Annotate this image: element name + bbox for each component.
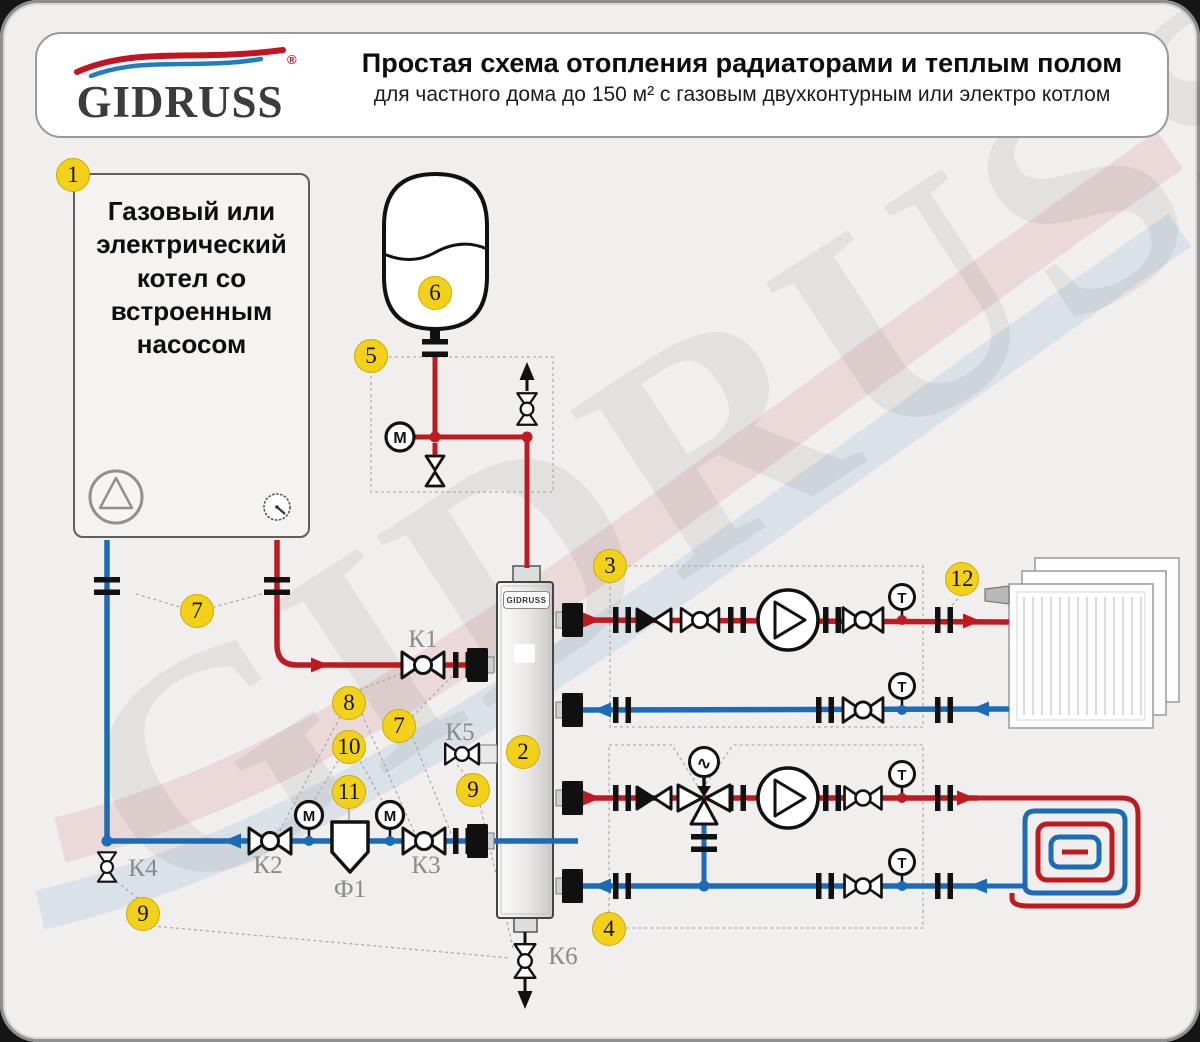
callout-7a: 7 (180, 594, 214, 628)
radiator (984, 557, 1180, 729)
radiator-thermostatic-head-icon (984, 585, 1010, 605)
check-valve-floor (635, 785, 673, 811)
callout-8: 8 (332, 686, 366, 720)
pipe-radiator-return (577, 706, 1010, 713)
boiler-label: Газовый или электрический котел со встро… (96, 196, 287, 360)
pipe-boiler-supply (274, 540, 480, 668)
valve-k2 (247, 826, 293, 856)
svg-text:T: T (897, 679, 906, 696)
svg-text:T: T (897, 590, 906, 607)
three-way-mixing-valve: ∿ (676, 746, 732, 826)
header: GIDRUSS ® Простая схема отопления радиат… (35, 32, 1169, 138)
valve-k4 (96, 851, 118, 883)
valve-k3 (401, 826, 447, 856)
label-k5: К5 (445, 719, 475, 746)
page-subtitle: для частного дома до 150 м² с газовым дв… (373, 83, 1111, 107)
callout-7b: 7 (382, 709, 416, 743)
page-title: Простая схема отопления радиаторами и те… (361, 48, 1123, 78)
safety-group-box (370, 356, 554, 493)
safety-valve (516, 392, 538, 426)
svg-text:M: M (384, 808, 397, 825)
callout-2: 2 (506, 735, 540, 769)
label-k4: К4 (128, 855, 158, 882)
separator-stubs (466, 602, 584, 904)
boiler-box: Газовый или электрический котел со встро… (73, 173, 310, 538)
svg-text:∿: ∿ (697, 754, 711, 773)
callout-11: 11 (332, 775, 366, 809)
thermometers: T T T T (888, 583, 916, 891)
pipe-safety-group (415, 352, 530, 568)
drain-bowtie-valve (424, 454, 446, 488)
pipes (104, 352, 1141, 996)
k5-stub (479, 744, 498, 764)
membrane-line (383, 242, 488, 261)
callout-9a: 9 (456, 773, 490, 807)
expansion-tank (382, 171, 489, 341)
floor-circuit-box (608, 744, 924, 929)
svg-text:T: T (897, 767, 906, 784)
floor-heating-coil (978, 795, 1141, 909)
svg-text:T: T (897, 855, 906, 872)
safety-vent-arrow (519, 362, 535, 380)
logo-text: GIDRUSS (76, 77, 284, 127)
valve-k6 (513, 943, 537, 979)
label-k2: К2 (253, 852, 283, 879)
separator-brand-badge: GIDRUSS (503, 591, 550, 609)
label-f1: Ф1 (333, 876, 367, 903)
radiator-circuit-box (609, 565, 924, 728)
svg-text:M: M (393, 430, 406, 447)
floor-pump-icon (756, 766, 820, 830)
callout-9b: 9 (126, 897, 160, 931)
boiler-pump-icon (88, 469, 144, 525)
registered-trademark: ® (287, 52, 297, 67)
label-k1: К1 (408, 626, 438, 653)
callout-4: 4 (592, 912, 626, 946)
valve-k1 (400, 650, 446, 680)
callout-10: 10 (332, 730, 366, 764)
dashed-boxes (370, 356, 924, 929)
thermostatic-head-icon (688, 746, 720, 778)
logo-swoosh-icon (74, 47, 286, 79)
filter-f1-icon (330, 820, 370, 874)
radiator-pump-icon (756, 588, 820, 652)
boiler-gauge-icon (263, 493, 291, 521)
callout-12: 12 (945, 562, 979, 596)
svg-text:M: M (303, 808, 316, 825)
callout-6: 6 (418, 276, 452, 310)
junction-dots (101, 431, 710, 892)
manometers: M M M (293, 421, 416, 846)
callout-3: 3 (593, 549, 627, 583)
label-k3: К3 (411, 852, 441, 879)
check-valve-radiator (635, 607, 673, 633)
logo: GIDRUSS ® (65, 44, 297, 128)
k6-drain-arrow (517, 991, 533, 1009)
callout-1: 1 (56, 158, 90, 192)
label-k6: К6 (548, 943, 578, 970)
callout-5: 5 (354, 339, 388, 373)
valves (96, 392, 885, 979)
